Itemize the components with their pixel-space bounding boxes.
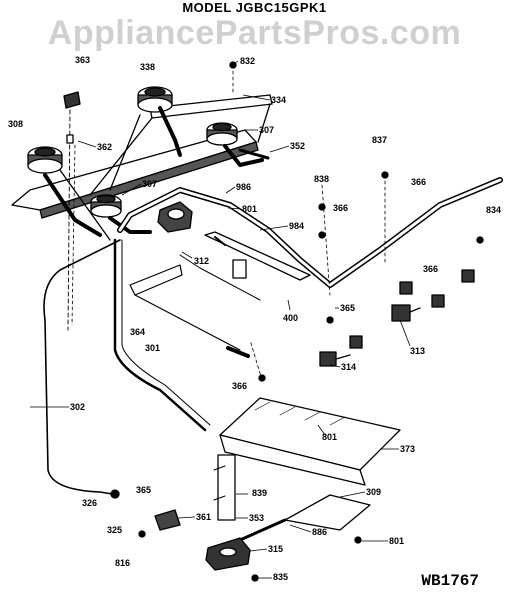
label-986: 986 [236, 182, 251, 192]
burner-307-rear [206, 122, 238, 146]
label-365-a: 365 [340, 303, 355, 313]
label-801-c: 801 [389, 536, 404, 546]
burner-shield-373 [219, 397, 401, 486]
label-361: 361 [196, 512, 211, 522]
label-839: 839 [252, 488, 267, 498]
model-title: MODEL JGBC15GPK1 [182, 0, 327, 15]
label-364: 364 [130, 327, 145, 337]
label-835: 835 [273, 572, 288, 582]
label-801-b: 801 [322, 432, 337, 442]
oven-burner-309 [284, 494, 371, 531]
label-365-b: 365 [136, 485, 151, 495]
label-366-b: 366 [333, 203, 348, 213]
line-364 [129, 264, 241, 351]
valve-314 [319, 351, 351, 367]
label-837: 837 [372, 135, 387, 145]
drawing-code: WB1767 [421, 572, 479, 590]
label-338: 338 [140, 62, 155, 72]
label-801-a: 801 [242, 204, 257, 214]
burner-338 [137, 86, 173, 113]
label-373: 373 [400, 444, 415, 454]
label-984: 984 [289, 221, 304, 231]
label-363: 363 [75, 55, 90, 65]
label-312: 312 [194, 256, 209, 266]
line-302 [43, 239, 121, 495]
label-302: 302 [70, 402, 85, 412]
label-400: 400 [283, 313, 298, 323]
valve-313 [391, 304, 421, 322]
burner-308 [27, 146, 63, 174]
label-366-c: 366 [423, 264, 438, 274]
burner-307-front [90, 194, 122, 218]
label-816: 816 [115, 558, 130, 568]
label-307-front: 307 [142, 179, 157, 189]
watermark: AppliancePartsPros.com [47, 14, 462, 52]
label-326: 326 [82, 498, 97, 508]
label-886: 886 [312, 527, 327, 537]
part-labels: 363 338 832 334 308 362 307 352 837 838 … [8, 55, 501, 582]
manifold-pipe [117, 177, 503, 288]
label-832: 832 [240, 56, 255, 66]
label-834: 834 [486, 205, 501, 215]
label-838: 838 [314, 174, 329, 184]
label-308: 308 [8, 119, 23, 129]
label-362: 362 [97, 142, 112, 152]
label-353: 353 [249, 513, 264, 523]
label-314: 314 [341, 362, 356, 372]
label-366-a: 366 [411, 177, 426, 187]
label-366-d: 366 [232, 381, 247, 391]
label-313: 313 [410, 346, 425, 356]
label-307-rear: 307 [259, 125, 274, 135]
label-325: 325 [107, 525, 122, 535]
label-352: 352 [290, 141, 305, 151]
label-315: 315 [268, 544, 283, 554]
label-301: 301 [145, 343, 160, 353]
label-309: 309 [366, 487, 381, 497]
label-334: 334 [271, 95, 286, 105]
